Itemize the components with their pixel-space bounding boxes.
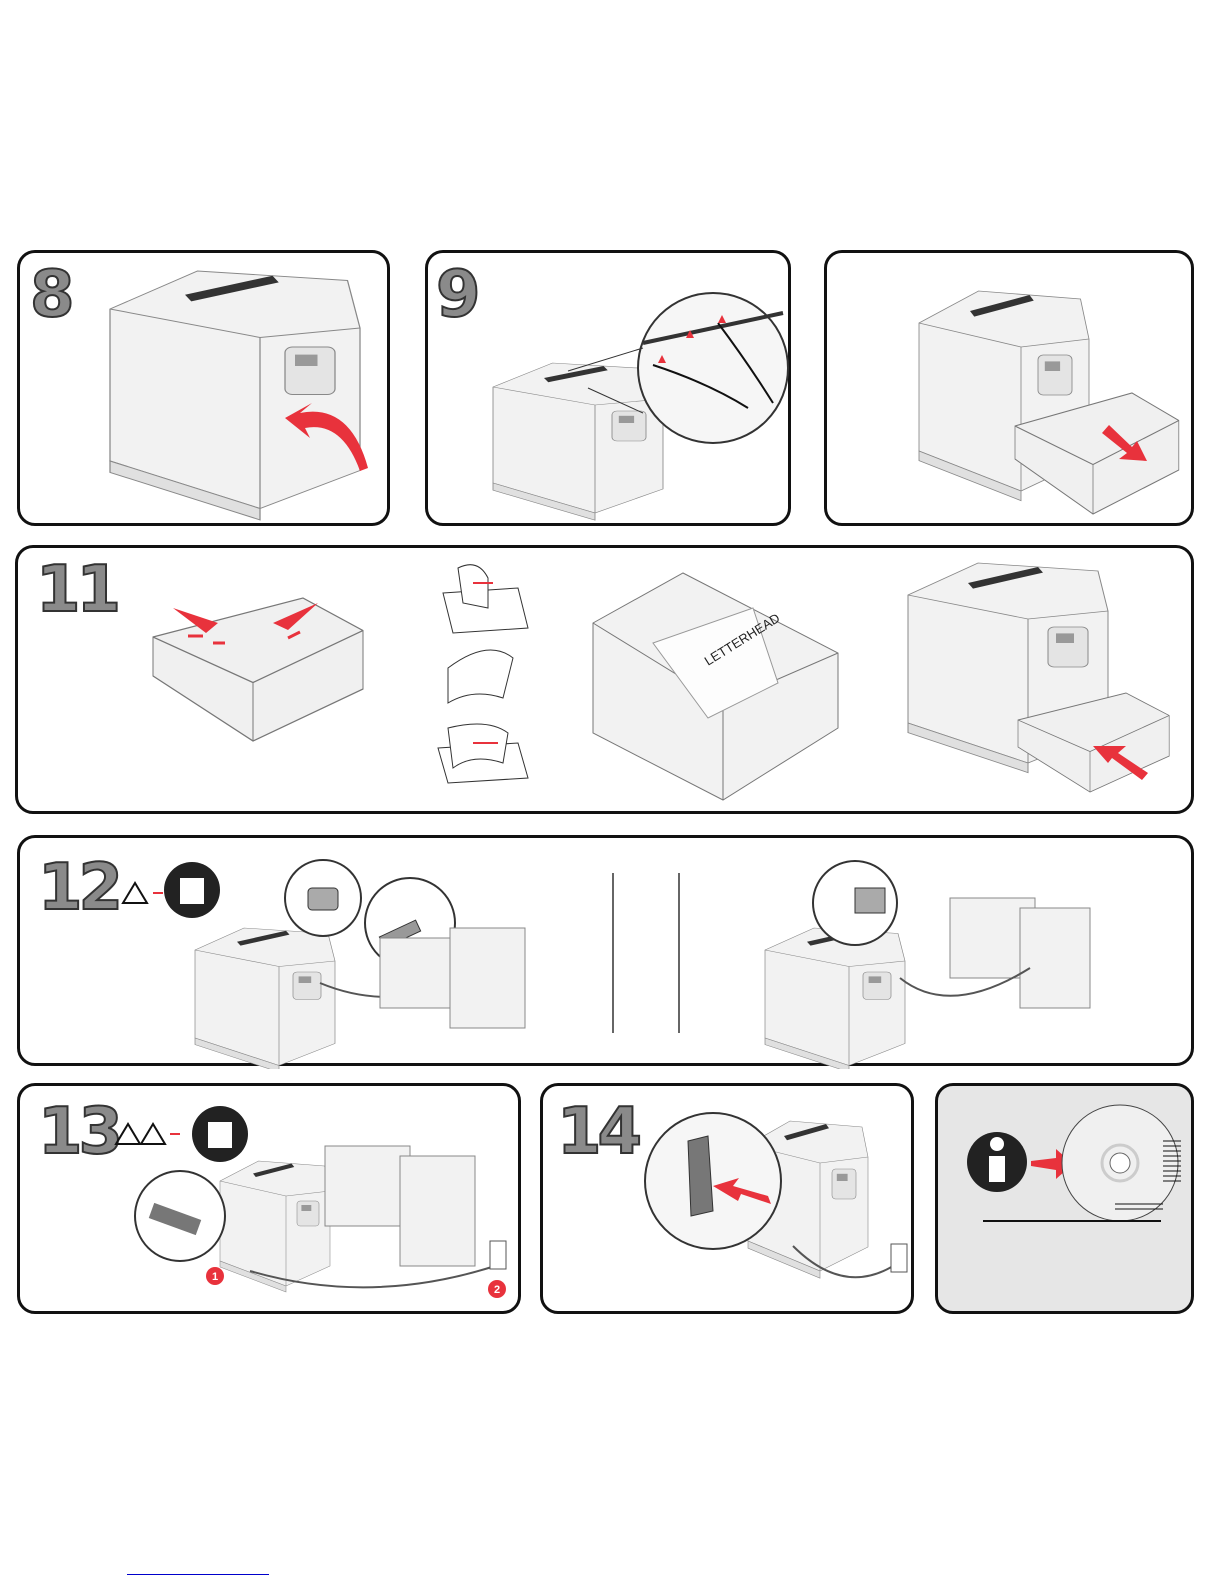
flex-paper-step [437, 564, 529, 784]
step-12-panel: 12 [17, 835, 1194, 1069]
step-number: 12 [37, 851, 124, 925]
zoom-callout [637, 292, 789, 444]
callout-2 [488, 1280, 506, 1298]
step-13-panel: 13 1 2 [17, 1083, 521, 1314]
step-11-panel: 11 LETTERHEAD [15, 545, 1194, 814]
step-8-panel: 8 [17, 250, 390, 526]
arrow-icon [1102, 425, 1147, 461]
info-icon [967, 1132, 1027, 1192]
arrow-icon [1093, 746, 1148, 780]
documentation-cd-illustration [967, 1104, 1181, 1222]
callout-2-label: 2 [494, 1284, 500, 1296]
link-underline[interactable] [127, 1574, 269, 1575]
arrow-icon [713, 1178, 771, 1204]
step-10-panel [824, 250, 1194, 526]
step-number: 13 [37, 1095, 124, 1169]
connect-cable-illustration [121, 859, 1091, 1069]
printer-open-front-illustration [109, 270, 368, 521]
power-cord-illustration: 1 2 [114, 1106, 507, 1298]
step-number: 14 [556, 1095, 643, 1169]
paper-support-illustration [492, 292, 789, 521]
arrow-icon [173, 603, 318, 633]
arrow-icon [285, 403, 368, 471]
load-paper-illustration: LETTERHEAD [152, 562, 1170, 801]
step-9-panel: 9 [425, 250, 791, 526]
info-panel [935, 1083, 1194, 1314]
step-14-panel: 14 [540, 1083, 914, 1314]
warning-manual-icon [114, 1106, 248, 1162]
step-number: 11 [35, 553, 122, 627]
power-on-illustration [644, 1112, 908, 1279]
callout-1 [206, 1267, 224, 1285]
step-number: 9 [435, 258, 481, 332]
warning-manual-icon [121, 862, 220, 918]
callout-1-label: 1 [212, 1271, 218, 1283]
step-number: 8 [29, 258, 75, 332]
remove-tray-illustration [918, 290, 1180, 515]
